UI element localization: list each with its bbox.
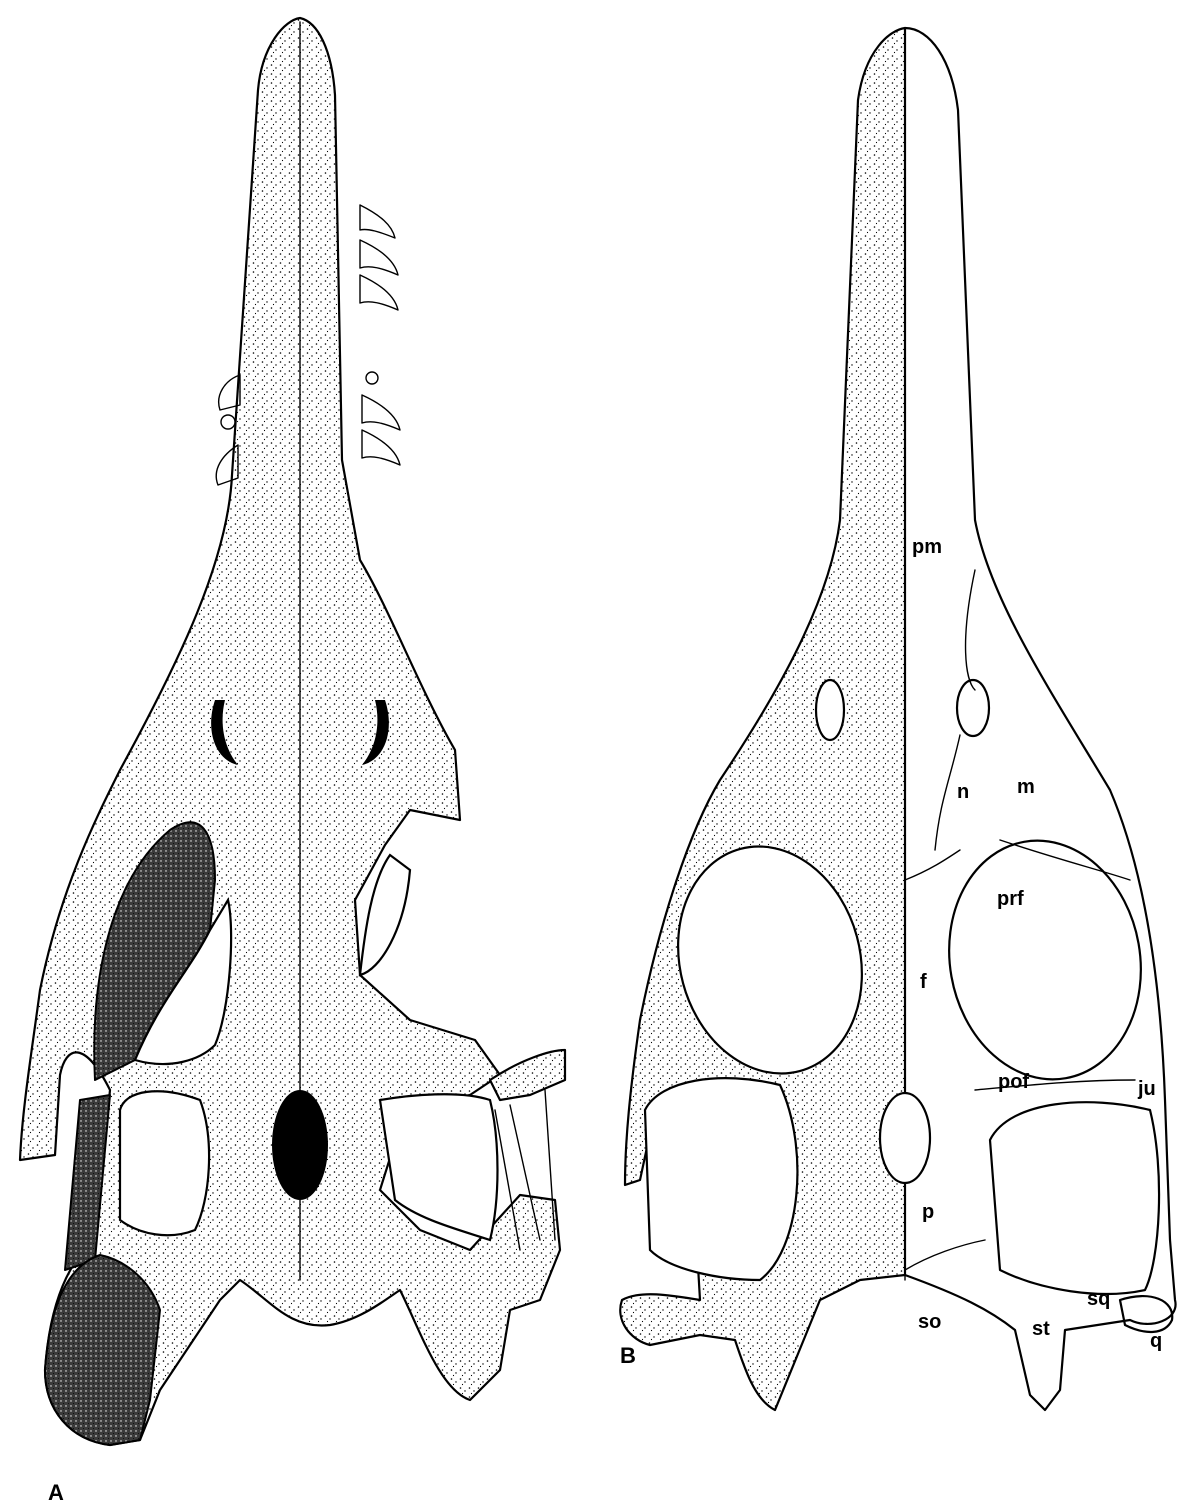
label-sq: sq	[1087, 1288, 1110, 1310]
posterior-block-a	[45, 1255, 160, 1445]
pineal-foramen-a	[272, 1090, 328, 1200]
label-pm: pm	[912, 536, 942, 558]
naris-b-left	[816, 680, 844, 740]
quadrate-b	[1120, 1296, 1172, 1332]
temporal-b-right	[990, 1102, 1159, 1294]
panel-letter-a: A	[48, 1480, 64, 1505]
pineal-foramen-b	[880, 1093, 930, 1183]
label-n: n	[957, 781, 969, 803]
label-m: m	[1017, 776, 1035, 798]
temporal-b-left	[645, 1078, 797, 1280]
teeth-a-right	[360, 205, 400, 465]
label-so: so	[918, 1311, 941, 1333]
panel-b-skull-drawing	[620, 28, 1175, 1410]
suture-b-1	[905, 850, 985, 1270]
label-st: st	[1032, 1318, 1050, 1340]
label-f: f	[920, 971, 927, 993]
orbit-b-right	[931, 825, 1160, 1094]
label-p: p	[922, 1201, 934, 1223]
skull-b-right-half	[905, 28, 1176, 1410]
panel-letter-b: B	[620, 1343, 636, 1368]
temporal-a-left-opening	[120, 1091, 209, 1235]
label-q: q	[1150, 1330, 1162, 1352]
quadrate-a-right	[490, 1050, 565, 1100]
label-pof: pof	[998, 1071, 1029, 1093]
label-prf: prf	[997, 888, 1024, 910]
panel-a-skull-drawing	[20, 18, 565, 1445]
label-ju: ju	[1137, 1078, 1156, 1100]
maxilla-line-b	[966, 570, 1130, 880]
